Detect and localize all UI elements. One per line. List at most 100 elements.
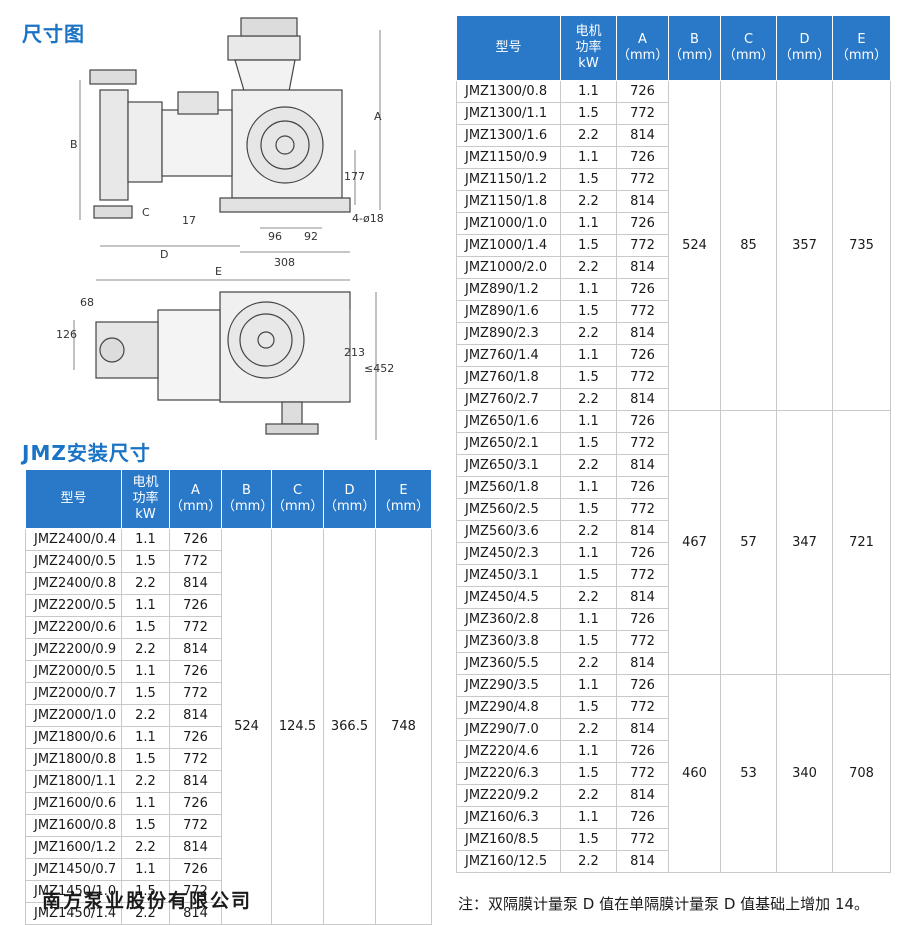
cell-A: 814	[169, 770, 222, 793]
cell-model: JMZ1800/0.6	[25, 726, 122, 749]
cell-power: 2.2	[121, 836, 170, 859]
dim-label-177: 177	[344, 170, 365, 183]
col-C: C（mm）	[271, 469, 324, 529]
cell-model: JMZ560/1.8	[456, 476, 561, 499]
pump-side-view	[89, 17, 351, 219]
cell-A: 772	[616, 102, 669, 125]
dim-label-B: B	[70, 138, 78, 151]
cell-A: 814	[616, 850, 669, 873]
cell-power: 1.1	[121, 528, 170, 551]
col-A: A（mm）	[169, 469, 222, 529]
col-C: C（mm）	[720, 15, 777, 81]
dim-label-96: 96	[268, 230, 282, 243]
cell-model: JMZ160/6.3	[456, 806, 561, 829]
cell-A: 726	[616, 146, 669, 169]
cell-C: 57	[720, 410, 777, 675]
cell-power: 1.1	[121, 594, 170, 617]
cell-model: JMZ2400/0.5	[25, 550, 122, 573]
cell-A: 772	[169, 616, 222, 639]
cell-D: 357	[776, 80, 833, 411]
cell-model: JMZ1450/1.4	[25, 902, 122, 925]
cell-model: JMZ760/1.8	[456, 366, 561, 389]
cell-power: 2.2	[560, 322, 617, 345]
cell-A: 772	[616, 432, 669, 455]
cell-model: JMZ450/2.3	[456, 542, 561, 565]
dim-label-213: 213	[344, 346, 365, 359]
install-dimensions-title: JMZ安装尺寸	[22, 441, 151, 465]
cell-D: 347	[776, 410, 833, 675]
cell-power: 1.1	[560, 212, 617, 235]
cell-model: JMZ1300/0.8	[456, 80, 561, 103]
cell-A: 814	[616, 454, 669, 477]
cell-power: 2.2	[121, 704, 170, 727]
cell-power: 1.5	[560, 630, 617, 653]
cell-power: 1.5	[121, 616, 170, 639]
cell-power: 1.5	[121, 682, 170, 705]
dim-label-bolt: 4-ø18	[352, 212, 384, 225]
cell-model: JMZ1800/0.8	[25, 748, 122, 771]
cell-A: 726	[169, 660, 222, 683]
cell-model: JMZ160/8.5	[456, 828, 561, 851]
cell-model: JMZ1600/1.2	[25, 836, 122, 859]
cell-A: 726	[169, 528, 222, 551]
cell-model: JMZ760/2.7	[456, 388, 561, 411]
cell-model: JMZ160/12.5	[456, 850, 561, 873]
dim-label-308: 308	[274, 256, 295, 269]
cell-B: 524	[668, 80, 721, 411]
cell-A: 726	[616, 344, 669, 367]
cell-A: 726	[616, 410, 669, 433]
cell-A: 726	[616, 80, 669, 103]
cell-power: 1.5	[560, 696, 617, 719]
cell-power: 2.2	[560, 586, 617, 609]
cell-model: JMZ1150/1.8	[456, 190, 561, 213]
cell-model: JMZ650/2.1	[456, 432, 561, 455]
cell-A: 814	[616, 388, 669, 411]
cell-A: 772	[616, 300, 669, 323]
cell-model: JMZ2200/0.6	[25, 616, 122, 639]
cell-model: JMZ290/7.0	[456, 718, 561, 741]
cell-A: 772	[616, 762, 669, 785]
cell-power: 2.2	[560, 652, 617, 675]
col-D: D（mm）	[323, 469, 376, 529]
cell-model: JMZ760/1.4	[456, 344, 561, 367]
cell-power: 1.5	[560, 366, 617, 389]
cell-D: 340	[776, 674, 833, 873]
cell-A: 772	[169, 880, 222, 903]
dimension-drawing-title: 尺寸图	[22, 22, 85, 46]
cell-power: 1.1	[121, 726, 170, 749]
cell-A: 726	[616, 542, 669, 565]
cell-model: JMZ2000/0.7	[25, 682, 122, 705]
cell-A: 726	[616, 674, 669, 697]
cell-power: 1.1	[121, 858, 170, 881]
cell-A: 814	[616, 718, 669, 741]
cell-model: JMZ890/2.3	[456, 322, 561, 345]
cell-A: 726	[616, 278, 669, 301]
cell-model: JMZ1300/1.1	[456, 102, 561, 125]
cell-A: 772	[169, 814, 222, 837]
cell-power: 1.1	[121, 792, 170, 815]
cell-power: 1.5	[560, 498, 617, 521]
cell-model: JMZ560/3.6	[456, 520, 561, 543]
col-model: 型号	[25, 469, 122, 529]
cell-power: 2.2	[560, 850, 617, 873]
cell-A: 726	[616, 608, 669, 631]
cell-model: JMZ560/2.5	[456, 498, 561, 521]
cell-power: 1.5	[121, 748, 170, 771]
cell-power: 1.1	[560, 674, 617, 697]
